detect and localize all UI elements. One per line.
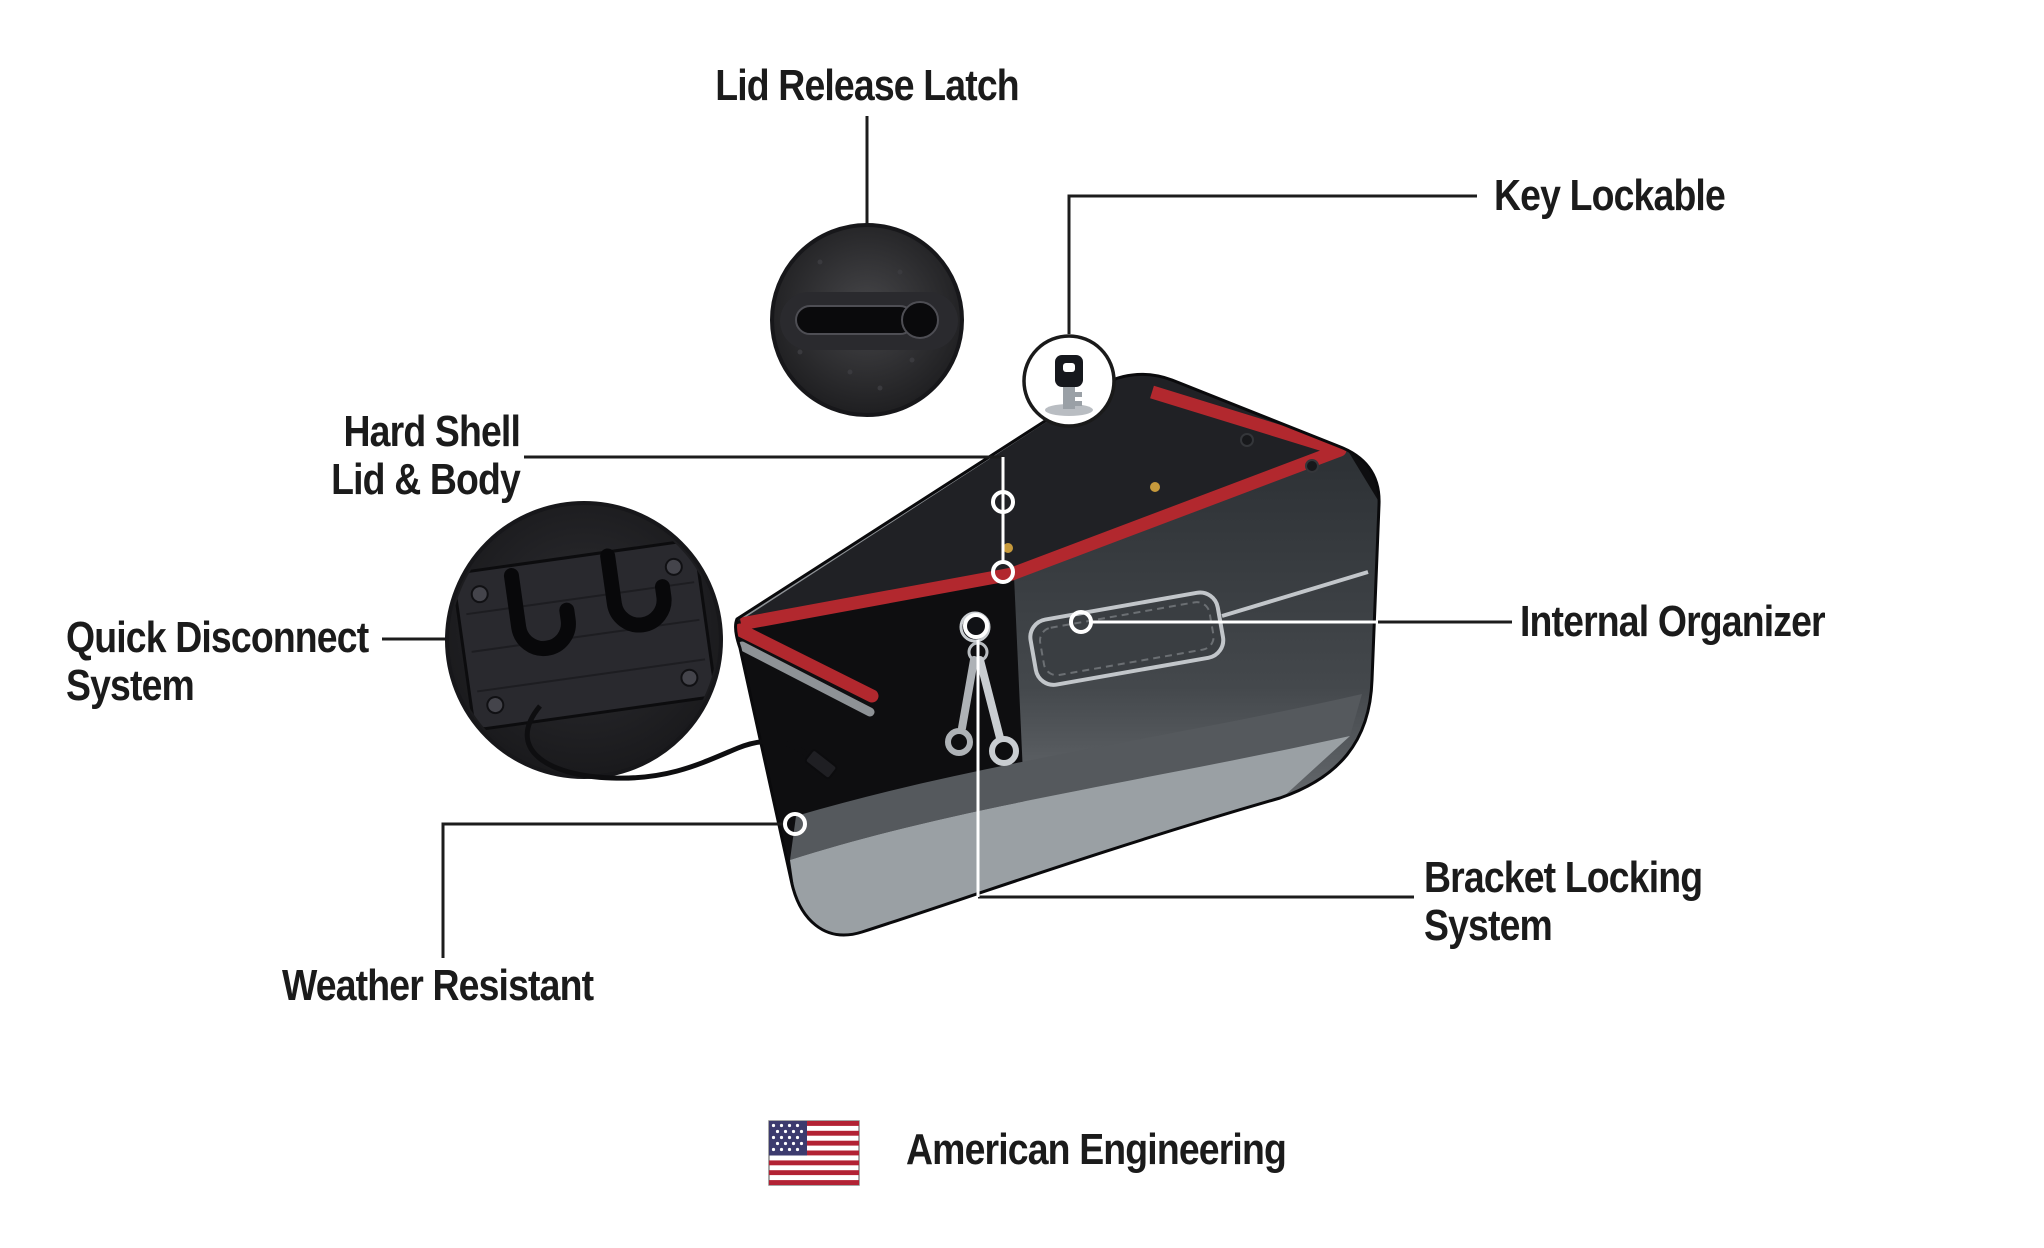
bag-lid-face xyxy=(735,374,1345,622)
label-weather-resistant: Weather Resistant xyxy=(282,961,594,1010)
plate-screw xyxy=(680,668,699,687)
us-flag-icon xyxy=(768,1120,860,1186)
chevron-gray-stripe xyxy=(737,641,875,717)
j-hook-bracket xyxy=(600,548,672,633)
key-blade xyxy=(976,656,1004,742)
callout-lines-over-bag xyxy=(976,457,1378,897)
label-bracket-locking-line2: System xyxy=(1424,901,1553,950)
callout-dot-bracket-locking xyxy=(963,613,989,639)
key-bow xyxy=(989,736,1019,766)
key-icon xyxy=(1022,334,1116,428)
label-american-engineering: American Engineering xyxy=(906,1125,1287,1174)
bag-outline xyxy=(734,372,1381,937)
callout-dot-hard-shell-body xyxy=(991,560,1015,584)
j-hook-bracket xyxy=(503,568,576,657)
quick-disconnect-inset-icon xyxy=(445,501,838,781)
lid-latch-inset-icon xyxy=(770,223,964,417)
label-quick-disconnect-line1: Quick Disconnect xyxy=(66,613,369,662)
organizer-piping xyxy=(1221,570,1369,618)
key-blade xyxy=(958,656,978,732)
label-quick-disconnect-line2: System xyxy=(66,661,195,710)
label-lid-release-latch: Lid Release Latch xyxy=(715,61,1019,110)
callout-dot-weather-resistant xyxy=(783,812,807,836)
latch-handle xyxy=(795,305,915,335)
chevron-red-stripe xyxy=(735,623,879,703)
gold-rivet xyxy=(1003,543,1013,553)
label-quick-disconnect: Quick Disconnect System xyxy=(66,613,369,710)
latch-handle-knob xyxy=(901,301,939,339)
dark-rivet xyxy=(1240,433,1254,447)
label-hard-shell: Hard Shell Lid & Body xyxy=(223,408,521,504)
label-internal-organizer: Internal Organizer xyxy=(1520,597,1826,646)
lid-seam-red-stripe xyxy=(739,385,1347,631)
callout-line-weather-resistant xyxy=(441,822,783,958)
label-hard-shell-line1: Hard Shell xyxy=(343,407,521,456)
key-bow xyxy=(945,728,973,756)
saddlebag-illustration xyxy=(734,372,1381,937)
bag-lower-light-band xyxy=(790,736,1350,935)
plate-screw xyxy=(664,557,683,576)
callout-dot-internal-organizer xyxy=(1069,610,1093,634)
gold-rivet xyxy=(1150,482,1160,492)
callout-line-key-lockable xyxy=(1067,194,1477,334)
label-bracket-locking-line1: Bracket Locking xyxy=(1424,853,1703,902)
bag-lower-dark-band xyxy=(790,694,1362,860)
plate-screw xyxy=(486,696,505,715)
dark-rivet xyxy=(1305,459,1319,473)
cable-plug xyxy=(804,749,838,780)
callout-dots xyxy=(783,490,1093,836)
label-key-lockable: Key Lockable xyxy=(1494,171,1726,220)
callout-lines xyxy=(382,116,1512,958)
release-cable xyxy=(524,704,814,781)
label-hard-shell-line2: Lid & Body xyxy=(331,455,521,504)
callout-dot-hard-shell-lid xyxy=(991,490,1015,514)
label-bracket-locking: Bracket Locking System xyxy=(1424,853,1703,950)
plate-screw xyxy=(470,585,489,604)
